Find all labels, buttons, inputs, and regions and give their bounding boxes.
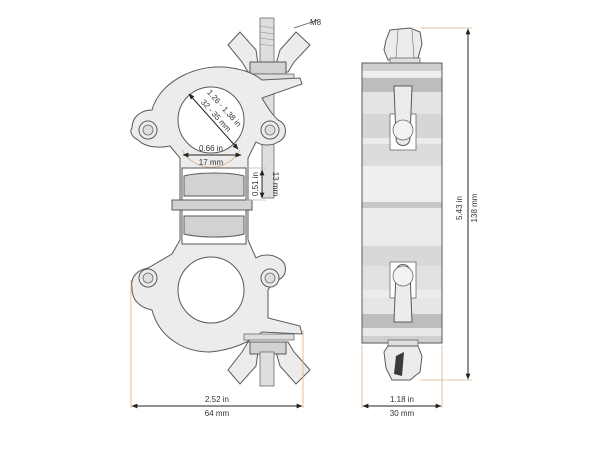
top-nut-icon [383,27,423,65]
lower-bolt-side [389,261,417,323]
neck-width-in: 0.66 in [199,144,223,153]
bolt-size-label: M8 [310,18,322,27]
total-width-mm: 64 mm [205,409,230,418]
total-height-mm: 138 mm [470,193,479,222]
total-width-in: 2.52 in [205,395,229,404]
upper-wing-nut-icon [227,31,311,75]
lower-wing-nut-icon [227,341,311,385]
gap-height-in: 0.51 in [251,172,260,196]
depth-mm: 30 mm [390,409,415,418]
swivel-joint [171,199,253,211]
neck-width-mm: 17 mm [199,158,224,167]
side-view: 5.43 in 138 mm 1.18 in 30 mm [361,27,479,418]
front-view: 1.26 - 1.38 in 32 - 35 mm 0.66 in 17 mm … [130,17,322,418]
upper-bolt-side [389,85,417,151]
depth-in: 1.18 in [390,395,414,404]
lower-clamp [131,209,303,353]
total-height-in: 5.43 in [455,196,464,220]
lower-bolt [259,351,275,387]
bottom-nut-icon [383,339,423,381]
gap-height-mm: 13 mm [271,172,280,197]
lower-washer [243,333,295,341]
